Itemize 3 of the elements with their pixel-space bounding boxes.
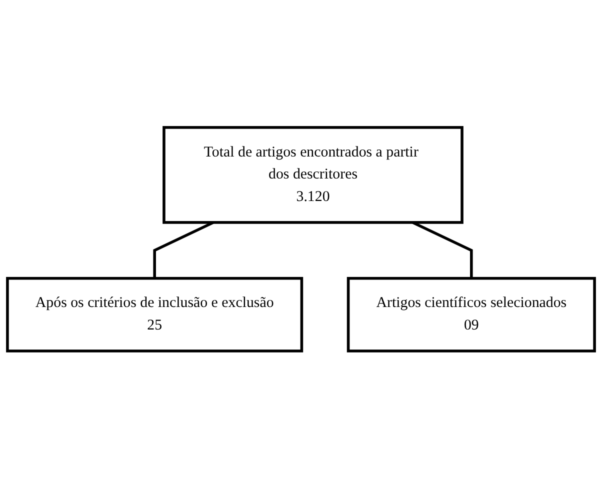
node-box: Após os critérios de inclusão e exclusão 25	[6, 277, 304, 353]
node-box: Artigos científicos selecionados 09	[346, 277, 596, 353]
node-box: Total de artigos encontrados a partir dos descritores 3.120	[162, 126, 464, 224]
